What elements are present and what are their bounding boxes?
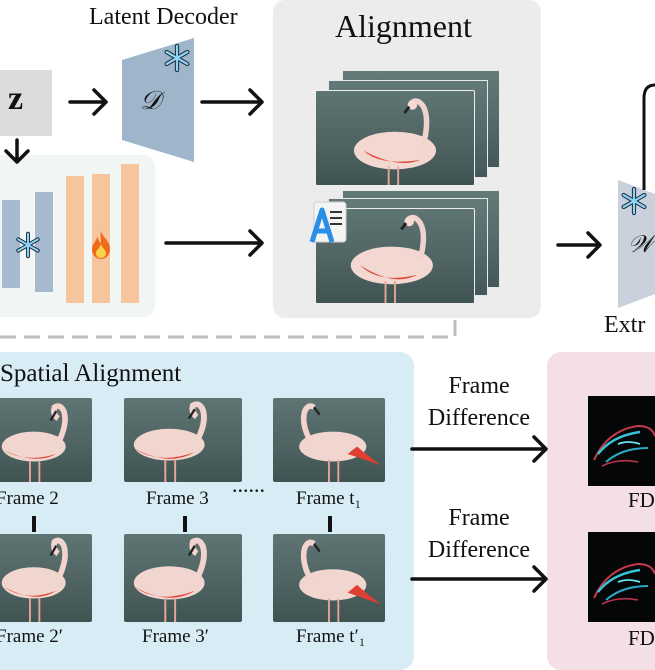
arrow-to-fd-top xyxy=(410,435,548,463)
frame-label: Frame 2′ xyxy=(0,626,63,647)
frame-label: Frame 2 xyxy=(0,488,59,509)
arrow-decoder-to-alignment xyxy=(200,88,264,116)
extractor-label: Extr xyxy=(604,312,646,338)
aligned-frame-top xyxy=(315,90,475,186)
fd-image-top xyxy=(588,396,655,486)
latent-decoder-title: Latent Decoder xyxy=(89,4,238,30)
decoder-symbol: 𝒟 xyxy=(140,86,161,115)
arrow-unet-to-alignment xyxy=(164,229,264,257)
extractor-symbol: 𝒲 xyxy=(628,232,654,258)
unet-block-3 xyxy=(66,176,84,303)
latent-z-label: z xyxy=(8,80,24,117)
dashed-connector xyxy=(0,320,457,339)
latent-z-box xyxy=(0,70,52,136)
unet-block-2 xyxy=(35,192,53,292)
fd-image-bottom xyxy=(588,532,655,622)
frame-label: Frame t′₁ xyxy=(296,626,366,647)
frame-thumbnail xyxy=(273,398,385,482)
extractor-block xyxy=(618,180,655,308)
frame-thumbnail xyxy=(0,398,92,482)
arrow-z-down xyxy=(4,138,30,164)
arrow-alignment-to-extractor xyxy=(556,231,602,259)
frame-thumbnail xyxy=(0,534,92,622)
fd-label-top: FD xyxy=(628,488,655,512)
spatial-alignment-title: Spatial Alignment xyxy=(0,360,182,387)
arrow-to-fd-bottom xyxy=(410,565,548,593)
snowflake-icon xyxy=(164,43,190,73)
fire-icon xyxy=(92,231,110,259)
arrow-z-to-decoder xyxy=(68,88,108,116)
frame-label: Frame t₁ xyxy=(296,488,362,509)
extractor-connector-line xyxy=(642,83,655,190)
frame-ellipsis: ...... xyxy=(232,472,265,497)
unet-block-5 xyxy=(121,164,139,303)
frame-thumbnail xyxy=(273,534,385,622)
snowflake-icon xyxy=(621,186,647,216)
snowflake-icon xyxy=(16,231,40,259)
alignment-title: Alignment xyxy=(335,8,472,44)
frame-difference-label: Frame Difference xyxy=(427,505,531,563)
frame-difference-label: Frame Difference xyxy=(427,373,531,431)
frame-label: Frame 3 xyxy=(146,488,209,509)
frame-label: Frame 3′ xyxy=(142,626,209,647)
document-a-icon xyxy=(309,201,347,243)
frame-thumbnail xyxy=(124,534,242,622)
unet-block-1 xyxy=(2,200,20,288)
frame-thumbnail xyxy=(124,398,242,482)
fd-label-bottom: FD xyxy=(628,626,655,650)
pair-connector xyxy=(328,516,332,532)
pair-connector xyxy=(32,516,36,532)
pair-connector xyxy=(183,516,187,532)
